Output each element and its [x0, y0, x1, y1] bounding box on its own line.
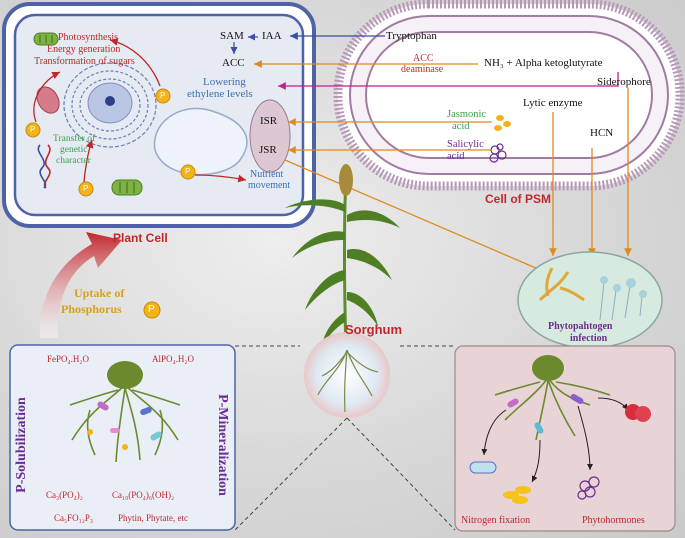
transformation-of-sugars-label: Transformation of sugars: [34, 56, 135, 67]
jasmonic-acid-icon: [494, 115, 511, 131]
salicylic-label-1: Salicylic: [447, 139, 484, 150]
alpo4-label: AlPO₄.H₂O: [152, 354, 195, 364]
hcn-label: HCN: [590, 127, 614, 139]
ethylene-levels-label: ethylene levels: [187, 88, 253, 100]
lytic-enzyme-label: Lytic enzyme: [523, 97, 583, 109]
chloroplast-top: [33, 32, 59, 46]
ca3po4-label: Ca₃(PO₄)₂: [46, 490, 83, 500]
uptake-label-1: Uptake of: [74, 286, 125, 300]
sorghum-title: Sorghum: [345, 322, 403, 337]
pathogen-ellipse: [517, 251, 663, 349]
chloroplast-bottom: [111, 179, 143, 196]
p-solubilization-panel: [9, 344, 236, 531]
nucleus-er: [63, 62, 157, 148]
salicylic-acid-icon: [489, 143, 507, 163]
plant-cell: [2, 2, 316, 228]
siderophore-label: Siderophore: [597, 76, 651, 88]
uptake-label-2: Phosphorus: [61, 302, 122, 316]
isr-jsr-capsule: [249, 99, 291, 173]
sorghum-plant: [285, 164, 400, 418]
phytohormones-label: Phytohormones: [582, 515, 645, 526]
sam-label: SAM: [220, 30, 244, 42]
nutrient-label: Nutrient: [250, 169, 284, 180]
acc-deaminase-label-1: ACC: [413, 53, 434, 64]
isr-label: ISR: [260, 115, 278, 127]
tryptophan-label: Tryptophan: [386, 30, 437, 42]
jsr-label: JSR: [259, 144, 277, 156]
p-token-4: P: [185, 167, 191, 176]
zoom-lines: [234, 345, 456, 531]
photosynthesis-label: Photosynthesis: [58, 32, 119, 43]
genetic-label: genetic: [60, 145, 88, 155]
p-token-1: P: [160, 91, 166, 100]
nitrogen-fixation-label: Nitrogen fixation: [461, 515, 531, 526]
lowering-label: Lowering: [203, 76, 246, 88]
pathogen-label-1: Phytopahtogen: [548, 321, 613, 332]
psm-cell-title: Cell of PSM: [485, 192, 552, 206]
character-label: character: [56, 156, 91, 166]
acc-deaminase-label-2: deaminase: [401, 64, 444, 75]
uptake-arrow: [39, 232, 122, 338]
salicylic-label-2: acid: [447, 151, 465, 162]
phosphorus-token-uptake: [143, 301, 161, 319]
root-ball: [304, 332, 390, 418]
movement-label: movement: [248, 180, 291, 191]
iaa-label: IAA: [262, 30, 282, 42]
nitrogen-panel: [454, 345, 676, 532]
fepo4-label: FePO₄.H₂O: [47, 354, 90, 364]
p-token-3: P: [83, 184, 89, 193]
pathway-arrows: [254, 32, 632, 273]
energy-generation-label: Energy generation: [47, 44, 121, 55]
p-symbol-uptake: P: [148, 304, 155, 315]
ca5fo12p3-label: Ca₅FO₁₂P₃: [54, 513, 94, 523]
p-mineralization-label: P-Mineralization: [215, 394, 230, 496]
phytin-label: Phytin, Phytate, etc: [118, 513, 188, 523]
ca10-label: Ca₁₀(PO₄)₆(OH)₂: [112, 490, 175, 500]
acc-label: ACC: [222, 57, 245, 69]
plant-cell-title: Plant Cell: [113, 231, 168, 245]
pathogen-label-2: infection: [570, 333, 608, 344]
phosphorus-tokens: [25, 88, 196, 197]
p-token-2: P: [30, 125, 36, 134]
p-solubilization-label: P-Solubilization: [14, 397, 29, 493]
products-label: NH₃ + Alpha ketoglutyrate: [484, 57, 603, 69]
jasmonic-label-2: acid: [452, 121, 470, 132]
transfer-of-label: Transfer of: [53, 134, 96, 144]
jasmonic-label-1: Jasmonic: [447, 109, 487, 120]
